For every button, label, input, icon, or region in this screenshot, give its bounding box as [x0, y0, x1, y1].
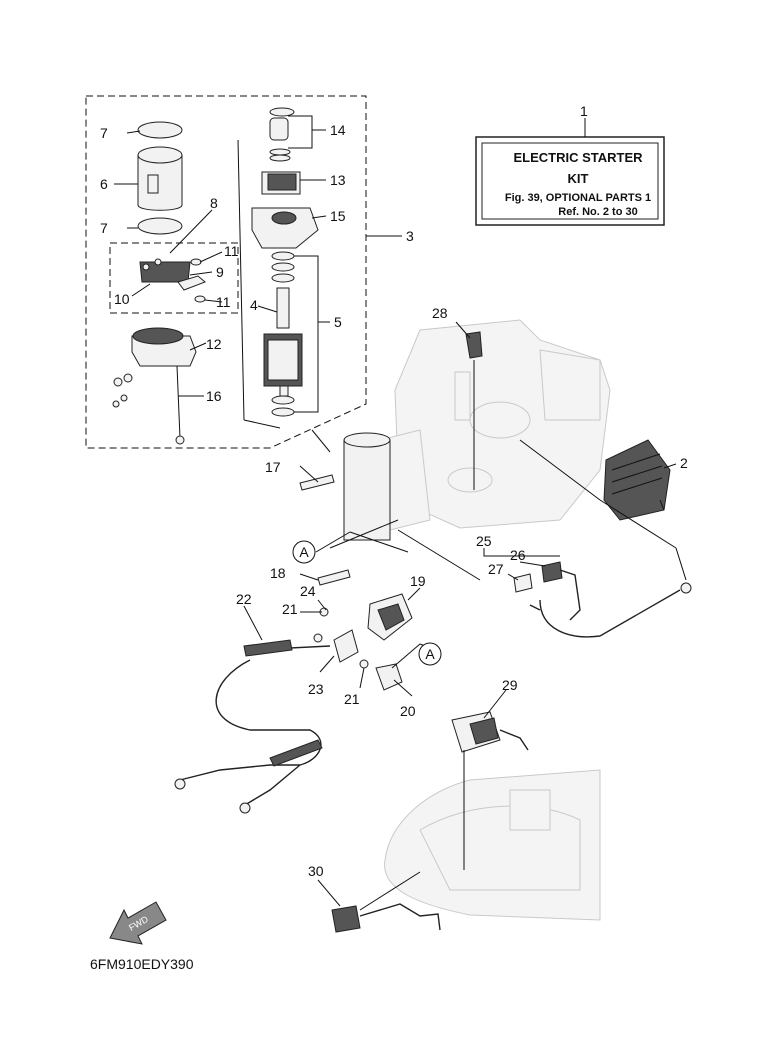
callout-3: 3 [406, 228, 414, 244]
callout-21a: 21 [282, 601, 298, 617]
callout-14: 14 [330, 122, 346, 138]
callout-22: 22 [236, 591, 252, 607]
callout-7a: 7 [100, 125, 108, 141]
callout-27: 27 [488, 561, 504, 577]
callout-28: 28 [432, 305, 448, 321]
callout-30: 30 [308, 863, 324, 879]
kit-label-box: ELECTRIC STARTER KIT Fig. 39, OPTIONAL P… [475, 136, 665, 226]
callout-8: 8 [210, 195, 218, 211]
callout-5: 5 [334, 314, 342, 330]
callout-17: 17 [265, 459, 281, 475]
callout-26: 26 [510, 547, 526, 563]
callout-24: 24 [300, 583, 316, 599]
callout-numbers: 1 2 3 4 5 6 7 7 8 9 10 11 11 12 13 14 15… [100, 103, 688, 879]
callout-7b: 7 [100, 220, 108, 236]
callout-6: 6 [100, 176, 108, 192]
callout-20: 20 [400, 703, 416, 719]
callout-4: 4 [250, 297, 258, 313]
callout-13: 13 [330, 172, 346, 188]
callout-1: 1 [580, 103, 588, 119]
kit-figure-ref: Fig. 39, OPTIONAL PARTS 1 [505, 192, 651, 204]
diagram-code: 6FM910EDY390 [90, 956, 194, 972]
callout-12: 12 [206, 336, 222, 352]
callout-11a: 11 [224, 243, 239, 259]
kit-subtitle: KIT [568, 171, 589, 186]
callout-2: 2 [680, 455, 688, 471]
callout-23: 23 [308, 681, 324, 697]
callout-9: 9 [216, 264, 224, 280]
battery-cable-22 [179, 645, 331, 806]
callout-21b: 21 [344, 691, 360, 707]
connector-a-marker-2: A [418, 642, 442, 666]
callout-11b: 11 [216, 294, 231, 310]
kit-title: ELECTRIC STARTER [513, 150, 643, 165]
starter-assembly-boundary [85, 95, 367, 449]
callout-16: 16 [206, 388, 222, 404]
callout-10: 10 [114, 291, 130, 307]
fwd-arrow-icon: FWD [109, 901, 167, 945]
svg-text:A: A [299, 544, 309, 560]
engine-block-outline [379, 319, 611, 531]
callout-15: 15 [330, 208, 346, 224]
callout-29: 29 [502, 677, 518, 693]
connector-a-marker-1: A [292, 540, 316, 564]
callout-18: 18 [270, 565, 286, 581]
lower-cowling-outline [384, 769, 601, 921]
svg-text:A: A [425, 646, 435, 662]
leader-lines [114, 115, 687, 911]
callout-25: 25 [476, 533, 492, 549]
callout-19: 19 [410, 573, 426, 589]
kit-ref-range: Ref. No. 2 to 30 [558, 206, 637, 218]
